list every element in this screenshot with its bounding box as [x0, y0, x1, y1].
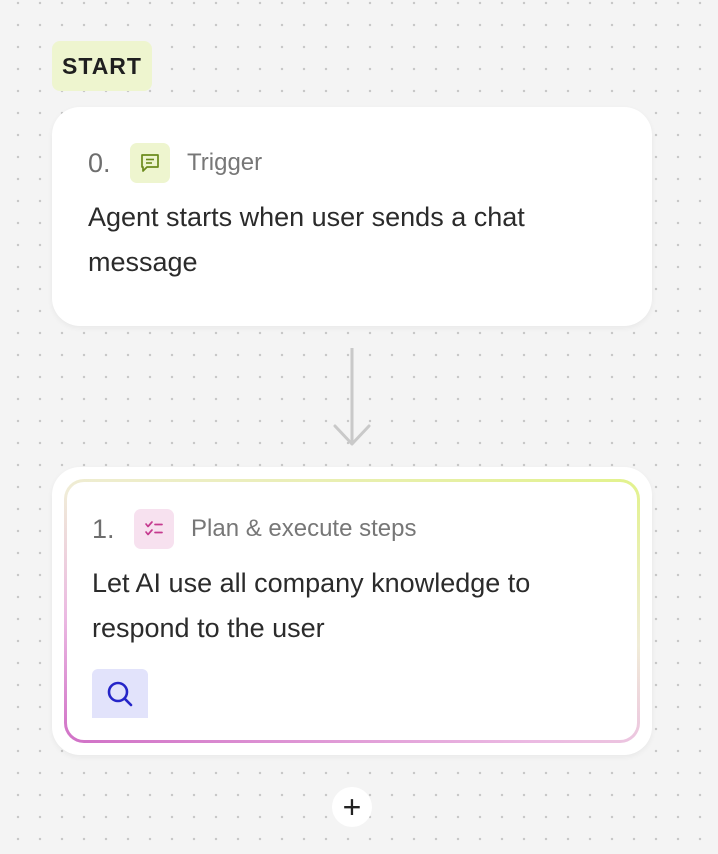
- step-header: 0. Trigger: [88, 143, 616, 183]
- step-number: 1.: [92, 513, 115, 544]
- plus-icon: +: [342, 789, 362, 825]
- checklist-icon: [134, 509, 174, 549]
- search-icon: [107, 681, 133, 706]
- step-title: Trigger: [187, 149, 263, 176]
- search-tool-chip[interactable]: [92, 669, 148, 718]
- start-badge: START: [52, 41, 152, 91]
- step-number: 0.: [88, 147, 111, 178]
- add-step-button[interactable]: +: [332, 787, 372, 827]
- plan-card-gradient-border: 1. Plan & execute steps Let AI use all c…: [64, 479, 640, 743]
- connector-arrow-icon: [333, 348, 371, 446]
- plan-step-card[interactable]: 1. Plan & execute steps Let AI use all c…: [52, 467, 652, 755]
- plan-card-body: 1. Plan & execute steps Let AI use all c…: [67, 482, 637, 740]
- step-title: Plan & execute steps: [191, 515, 417, 542]
- chat-message-icon: [130, 143, 170, 183]
- step-description: Let AI use all company knowledge to resp…: [92, 568, 531, 643]
- step-header: 1. Plan & execute steps: [92, 509, 612, 549]
- step-description: Agent starts when user sends a chat mess…: [88, 202, 525, 277]
- trigger-step-card[interactable]: 0. Trigger Agent starts when user sends …: [52, 107, 652, 326]
